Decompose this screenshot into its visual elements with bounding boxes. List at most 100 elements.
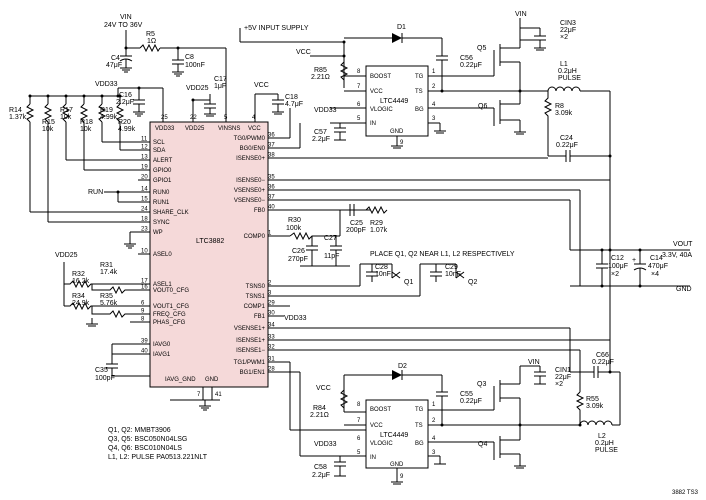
drv2-pin9: 9	[400, 474, 404, 480]
label-c35: C35	[95, 367, 108, 374]
label-c26: C26	[292, 248, 305, 255]
ic-right-pin-num-12: 30	[268, 311, 275, 317]
drv2-pin2: 2	[432, 418, 436, 424]
ic-left-pin-label-2: SCL	[153, 140, 165, 146]
label-c25: C25	[350, 220, 363, 227]
label-q3: Q3	[477, 381, 486, 388]
ic-right-pin-label-9: TSNS0	[246, 284, 266, 290]
label-c14-x: ×4	[651, 271, 659, 278]
label-vin-c: VIN	[528, 359, 540, 366]
pullup-resistor-2	[61, 103, 71, 123]
ic-right-pin-num-14: 33	[268, 335, 275, 341]
label-c56: C56	[460, 55, 473, 62]
ic-pinnum-22: 22	[190, 115, 197, 121]
label-r8-value: 3.09k	[555, 110, 573, 117]
pullup-resistor-3	[79, 103, 89, 123]
label-r20: R20	[118, 119, 131, 126]
ic-right-pin-num-16: 31	[268, 357, 275, 363]
ic-left-pin-num-6: 20	[141, 175, 148, 181]
label-c14: C14	[650, 255, 663, 262]
ltc3882-body	[149, 121, 269, 388]
pullup-resistor-0	[25, 103, 35, 123]
c14-plus: +	[632, 257, 636, 264]
label-r17-value: 10k	[60, 114, 72, 121]
ic-top-vdd33: VDD33	[155, 126, 175, 132]
ic-right-pin-num-1: 36	[268, 133, 275, 139]
drv1-vcc: VCC	[370, 89, 383, 95]
ic-right-pin-label-4: ISENSE0−	[236, 178, 265, 184]
label-vcc-b: VCC	[296, 49, 311, 56]
ic-pinnum-7: 7	[197, 392, 201, 398]
ic-right-pin-label-3: ISENSE0+	[236, 156, 265, 162]
drv2-pin5: 5	[357, 450, 361, 456]
label-vin-b: VIN	[515, 11, 527, 18]
ic-left-pin-label-14: VOUT0_CFG	[153, 288, 189, 294]
ic-left-pin-num-10: 18	[141, 217, 148, 223]
label-c58: C58	[314, 464, 327, 471]
pullup-node-5	[118, 94, 122, 98]
label-d2: D2	[398, 363, 407, 370]
ic-left-pin-label-7: RUN0	[153, 190, 170, 196]
label-c58-value: 2.2μF	[312, 472, 330, 479]
ic-left-pin-num-8: 15	[141, 197, 148, 203]
label-r30: R30	[288, 217, 301, 224]
drv1-boost: BOOST	[370, 74, 391, 80]
label-r32: R32	[72, 271, 85, 278]
label-c29: C29	[445, 264, 458, 271]
label-r55-value: 3.09k	[586, 403, 604, 410]
label-c18-value: 4.7μF	[285, 101, 303, 108]
ic-pinnum-25: 25	[161, 115, 168, 121]
ic-left-pin-num-17: 8	[141, 317, 145, 323]
label-vdd33-a: VDD33	[95, 81, 118, 88]
drv2-pin8: 8	[357, 402, 361, 408]
drv1-gnd: GND	[390, 129, 404, 135]
ltc3882-right-pins: 36TG0/PWM037BG0/EN038ISENSE0+35ISENSE0−3…	[234, 133, 276, 377]
ic-left-pin-num-18: 39	[141, 339, 148, 345]
ic-left-pin-num-13: 17	[141, 279, 148, 285]
drv2-pin3: 3	[432, 450, 436, 456]
label-c27-value: 11pF	[324, 253, 339, 260]
label-vin-top: VIN	[120, 14, 132, 21]
ic-left-pin-label-10: SYNC	[153, 220, 170, 226]
label-c56-value: 0.22μF	[460, 62, 482, 69]
label-q1: Q1	[404, 279, 413, 286]
ic-right-pin-label-17: BG1/EN1	[240, 370, 266, 376]
place-note: PLACE Q1, Q2 NEAR L1, L2 RESPECTIVELY	[370, 251, 515, 258]
label-r84: R84	[313, 405, 326, 412]
drv2-ts: TS	[415, 423, 423, 429]
label-c57: C57	[314, 129, 327, 136]
label-cin1: CIN1	[555, 367, 571, 374]
drv1-tg: TG	[415, 74, 424, 80]
ic-top-vdd25: VDD25	[185, 126, 205, 132]
label-r55: R55	[586, 396, 599, 403]
label-c8-value: 100nF	[185, 62, 205, 69]
ic-left-pin-num-3: 12	[141, 145, 148, 151]
label-r34: R34	[72, 293, 85, 300]
drv2-vcc: VCC	[370, 423, 383, 429]
pullup-resistor-5	[115, 103, 125, 123]
label-r18-value: 10k	[80, 126, 92, 133]
ic-right-pin-label-6: VSENSE0−	[234, 198, 266, 204]
pullup-node-0	[28, 94, 32, 98]
label-c12: C12	[611, 255, 624, 262]
label-vdd33-c: VDD33	[284, 315, 307, 322]
bom-line-1: Q1, Q2: MMBT3906	[108, 427, 171, 434]
label-vdd25-b: VDD25	[55, 252, 78, 259]
bom-line-2: Q3, Q5: BSC050N04LSG	[108, 436, 187, 443]
label-l1-value: 0.2μH	[558, 68, 577, 75]
drv1-pin2: 2	[432, 84, 436, 90]
drv2-pin1: 1	[432, 402, 436, 408]
ic-pinnum-41: 41	[215, 392, 222, 398]
label-r85-value: 2.21Ω	[311, 74, 330, 81]
ltc4449-top-name: LTC4449	[380, 98, 408, 105]
label-c4-value: 47μF	[106, 62, 122, 69]
label-r18: R18	[80, 119, 93, 126]
drv1-in: IN	[370, 121, 376, 127]
drv1-ts: TS	[415, 89, 423, 95]
label-vout: VOUT	[673, 241, 693, 248]
label-r15-value: 10k	[42, 126, 54, 133]
ic-right-pin-num-4: 35	[268, 175, 275, 181]
ic-right-pin-label-12: FB1	[254, 314, 266, 320]
drv1-pin7: 7	[357, 84, 361, 90]
